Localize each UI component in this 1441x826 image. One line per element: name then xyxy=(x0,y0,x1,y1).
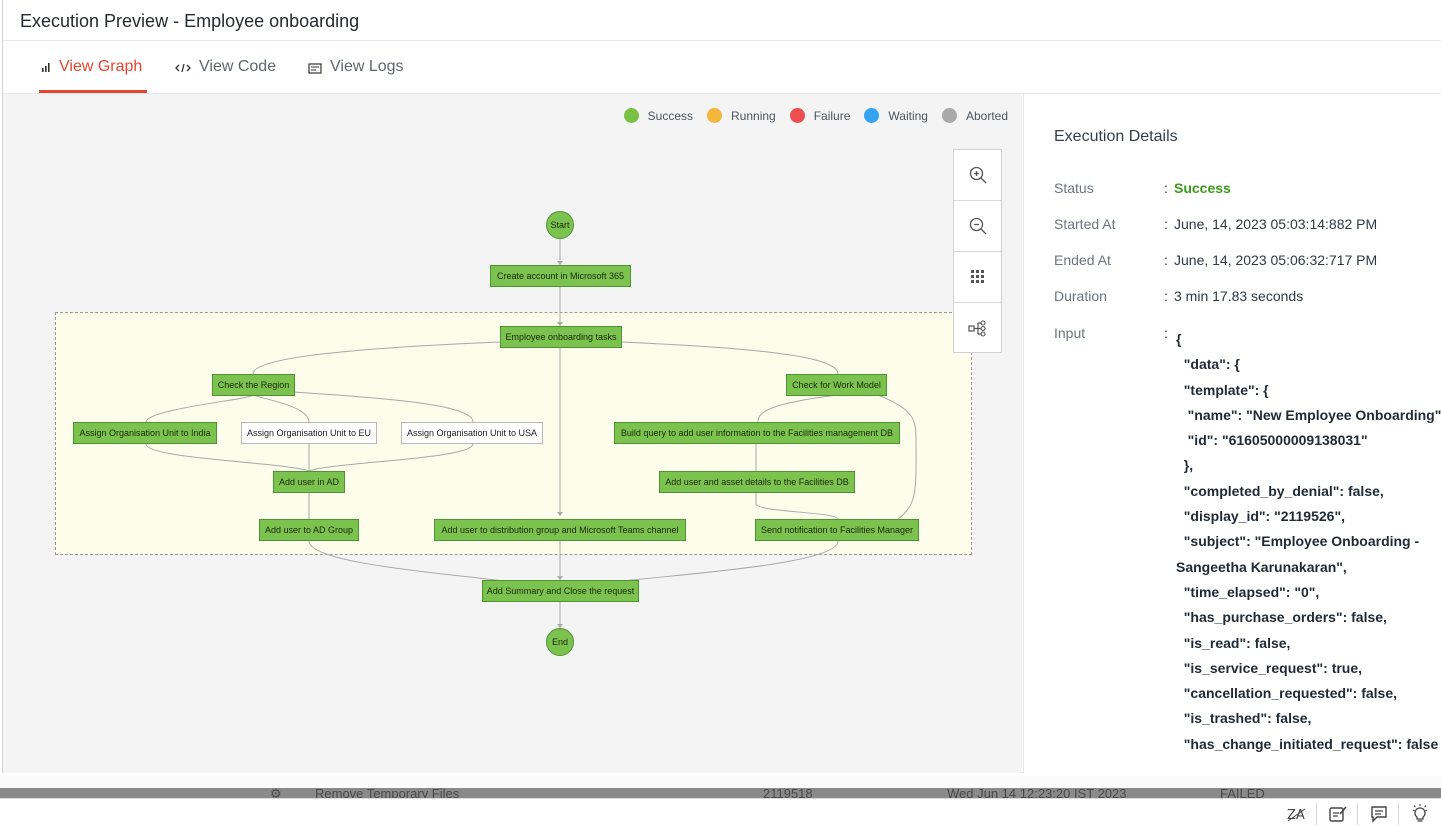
json-line: "is_service_request": true, xyxy=(1176,659,1363,676)
node-check-region[interactable]: Check the Region xyxy=(212,374,295,396)
row-id: 2119518 xyxy=(763,788,813,798)
json-line: "display_id": "2119526", xyxy=(1176,508,1345,525)
json-line: "name": "New Employee Onboarding", xyxy=(1176,406,1441,423)
waiting-dot xyxy=(864,108,880,123)
active-tab-indicator xyxy=(39,90,147,93)
status-label: Status xyxy=(1054,180,1094,196)
json-line: "template": { xyxy=(1176,381,1269,398)
node-assign-usa[interactable]: Assign Organisation Unit to USA xyxy=(401,422,543,444)
execution-details-panel: Execution Details Status : Success Start… xyxy=(1023,94,1441,773)
tab-label: View Code xyxy=(199,58,277,75)
tab-label: View Logs xyxy=(330,58,404,75)
node-build-query[interactable]: Build query to add user information to t… xyxy=(614,422,900,444)
node-add-summary[interactable]: Add Summary and Close the request xyxy=(482,580,639,602)
node-add-distribution[interactable]: Add user to distribution group and Micro… xyxy=(434,519,686,541)
tab-view-code[interactable]: View Code xyxy=(175,58,276,94)
grid-icon xyxy=(970,270,984,283)
end-node[interactable]: End xyxy=(546,628,574,656)
workflow-icon xyxy=(967,319,986,337)
row-name: Remove Temporary Files xyxy=(315,788,460,798)
legend-aborted: Aborted xyxy=(941,108,1008,123)
edit-note-icon[interactable] xyxy=(1327,803,1349,825)
input-row: Input : xyxy=(1054,325,1168,341)
logs-icon xyxy=(308,62,322,74)
zoom-in-button[interactable] xyxy=(954,150,1001,201)
input-label: Input xyxy=(1054,325,1086,341)
status-row: Status : Success xyxy=(1054,180,1231,196)
started-value: June, 14, 2023 05:03:14:882 PM xyxy=(1174,216,1378,232)
details-title: Execution Details xyxy=(1054,128,1178,145)
zoom-out-icon xyxy=(969,217,986,235)
json-line: "is_read": false, xyxy=(1176,634,1291,651)
legend-success: Success xyxy=(623,108,693,123)
node-check-work-model[interactable]: Check for Work Model xyxy=(786,374,887,396)
node-send-notification[interactable]: Send notification to Facilities Manager xyxy=(755,519,919,541)
started-label: Started At xyxy=(1054,216,1116,232)
node-add-ad-group[interactable]: Add user to AD Group xyxy=(259,519,359,541)
status-value: Success xyxy=(1174,180,1231,196)
status-legend: Success Running Failure Waiting Aborted xyxy=(623,108,1008,123)
json-line: "subject": "Employee Onboarding - xyxy=(1176,533,1420,550)
legend-failure: Failure xyxy=(789,108,850,123)
node-create-account[interactable]: Create account in Microsoft 365 xyxy=(490,265,631,287)
legend-waiting: Waiting xyxy=(864,108,928,123)
row-status: FAILED xyxy=(1220,788,1265,798)
input-json[interactable]: { "data": { "template": { "name": "New E… xyxy=(1176,327,1441,757)
duration-row: Duration : 3 min 17.83 seconds xyxy=(1054,288,1304,304)
start-node[interactable]: Start xyxy=(546,211,574,239)
chat-icon[interactable] xyxy=(1368,803,1390,825)
zoom-in-icon xyxy=(969,166,986,184)
node-add-user-ad[interactable]: Add user in AD xyxy=(273,471,345,493)
json-line: "is_trashed": false, xyxy=(1176,710,1312,727)
json-line: "time_elapsed": "0", xyxy=(1176,583,1320,600)
success-dot xyxy=(623,108,639,123)
started-row: Started At : June, 14, 2023 05:03:14:882… xyxy=(1054,216,1378,232)
json-line: "id": "61605000009138031" xyxy=(1176,432,1368,449)
bulb-icon[interactable] xyxy=(1409,803,1431,825)
tab-label: View Graph xyxy=(59,58,143,75)
row-shadow xyxy=(0,788,1441,798)
zoom-controls xyxy=(953,149,1002,353)
running-dot xyxy=(707,108,722,123)
layout-button[interactable] xyxy=(954,303,1001,354)
code-icon xyxy=(175,62,191,74)
ended-label: Ended At xyxy=(1054,252,1111,268)
json-line: }, xyxy=(1176,457,1194,474)
tab-view-logs[interactable]: View Logs xyxy=(308,58,404,94)
zoom-out-button[interactable] xyxy=(954,201,1001,252)
json-line: "has_change_initiated_request": false xyxy=(1176,735,1439,752)
json-line: "completed_by_denial": false, xyxy=(1176,482,1384,499)
node-assign-eu[interactable]: Assign Organisation Unit to EU xyxy=(241,422,377,444)
bottom-toolbar: ZA xyxy=(0,798,1441,826)
json-line: "has_purchase_orders": false, xyxy=(1176,609,1387,626)
aborted-dot xyxy=(941,108,957,123)
ended-row: Ended At : June, 14, 2023 05:06:32:717 P… xyxy=(1054,252,1378,268)
failure-dot xyxy=(789,108,805,123)
row-date: Wed Jun 14 12:23:20 IST 2023 xyxy=(947,788,1127,798)
duration-value: 3 min 17.83 seconds xyxy=(1174,288,1304,304)
fit-grid-button[interactable] xyxy=(954,252,1001,303)
ended-value: June, 14, 2023 05:06:32:717 PM xyxy=(1174,252,1378,268)
modal-title: Execution Preview - Employee onboarding xyxy=(20,11,360,31)
execution-preview-modal: Execution Preview - Employee onboarding … xyxy=(2,0,1441,773)
json-line: "data": { xyxy=(1176,356,1240,373)
duration-label: Duration xyxy=(1054,288,1107,304)
json-line: "cancellation_requested": false, xyxy=(1176,685,1398,702)
translate-icon[interactable]: ZA xyxy=(1286,803,1308,825)
json-line: { xyxy=(1176,331,1182,347)
bar-chart-icon xyxy=(41,62,51,72)
gear-icon: ⚙ xyxy=(270,788,282,798)
legend-running: Running xyxy=(707,108,776,123)
node-add-asset[interactable]: Add user and asset details to the Facili… xyxy=(659,471,855,493)
node-onboarding-tasks[interactable]: Employee onboarding tasks xyxy=(500,326,622,348)
tab-view-graph[interactable]: View Graph xyxy=(41,58,142,94)
json-line: Sangeetha Karunakaran", xyxy=(1176,558,1347,575)
workflow-graph[interactable]: Success Running Failure Waiting Aborted xyxy=(3,94,1022,773)
graph-edges xyxy=(145,239,917,628)
node-assign-india[interactable]: Assign Organisation Unit to India xyxy=(73,422,217,444)
